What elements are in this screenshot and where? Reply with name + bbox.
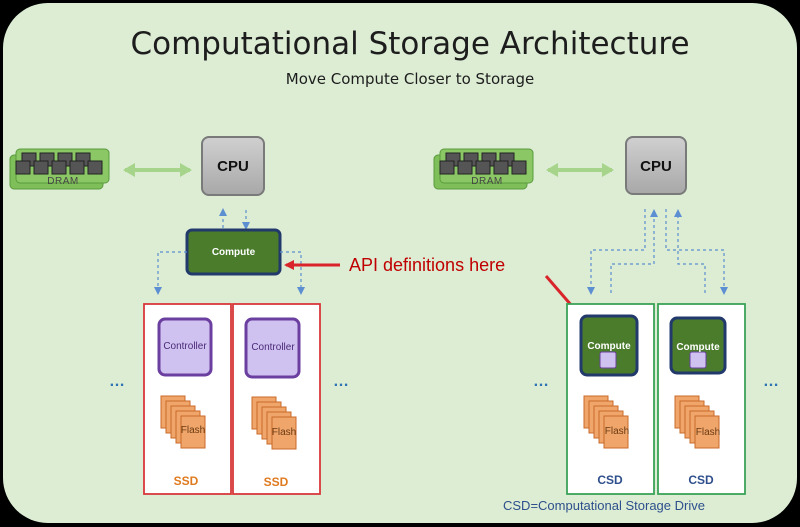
dram-label-right: DRAM: [471, 176, 503, 187]
api-callout: API definitions here: [349, 255, 506, 275]
cpu-compute-links-left: [219, 208, 250, 230]
csd-flash-label-1: Flash: [604, 426, 630, 437]
csd-compute-label-1: Compute: [587, 341, 631, 352]
cpu-csd-links-right: [587, 209, 728, 295]
csd-compute-2: [669, 316, 727, 375]
csd-compute-1: [579, 314, 639, 377]
ellipsis-right-2: …: [763, 373, 779, 390]
csd-flash-label-2: Flash: [695, 427, 721, 438]
cpu-label-left: CPU: [217, 158, 249, 175]
ssd-label-2: SSD: [263, 475, 289, 489]
flash-stack-2: [251, 396, 297, 450]
ellipsis-left-2: …: [333, 373, 349, 390]
dram-label-left: DRAM: [47, 176, 79, 187]
controller-label-2: Controller: [251, 342, 295, 353]
controller-label-1: Controller: [163, 341, 207, 352]
cpu-label-right: CPU: [640, 158, 672, 175]
ellipsis-right-1: …: [533, 373, 549, 390]
flash-stack-1: [160, 395, 206, 449]
controller-chip-1: [157, 317, 213, 377]
page-title: Computational Storage Architecture: [130, 26, 690, 62]
csd-footnote: CSD=Computational Storage Drive: [503, 498, 705, 513]
flash-label-2: Flash: [271, 427, 297, 438]
dram-module-left: [9, 148, 110, 190]
page-subtitle: Move Compute Closer to Storage: [285, 70, 535, 88]
csd-controller-2: [689, 351, 707, 369]
csd-flash-stack-1: [583, 395, 629, 449]
dram-module-right: [433, 148, 534, 190]
cpu-box-left: [201, 136, 265, 196]
controller-chip-2: [244, 317, 301, 379]
flash-label-1: Flash: [180, 425, 206, 436]
cpu-box-right: [625, 136, 687, 195]
ellipsis-left-1: …: [109, 373, 125, 390]
csd-controller-1: [599, 351, 617, 369]
csd-label-1: CSD: [597, 473, 623, 487]
csd-flash-stack-2: [674, 395, 720, 449]
csd-compute-label-2: Compute: [676, 342, 720, 353]
compute-label-left: Compute: [211, 247, 256, 258]
ssd-label-1: SSD: [173, 474, 199, 488]
compute-drive-links-left: [154, 251, 305, 295]
csd-label-2: CSD: [688, 473, 714, 487]
